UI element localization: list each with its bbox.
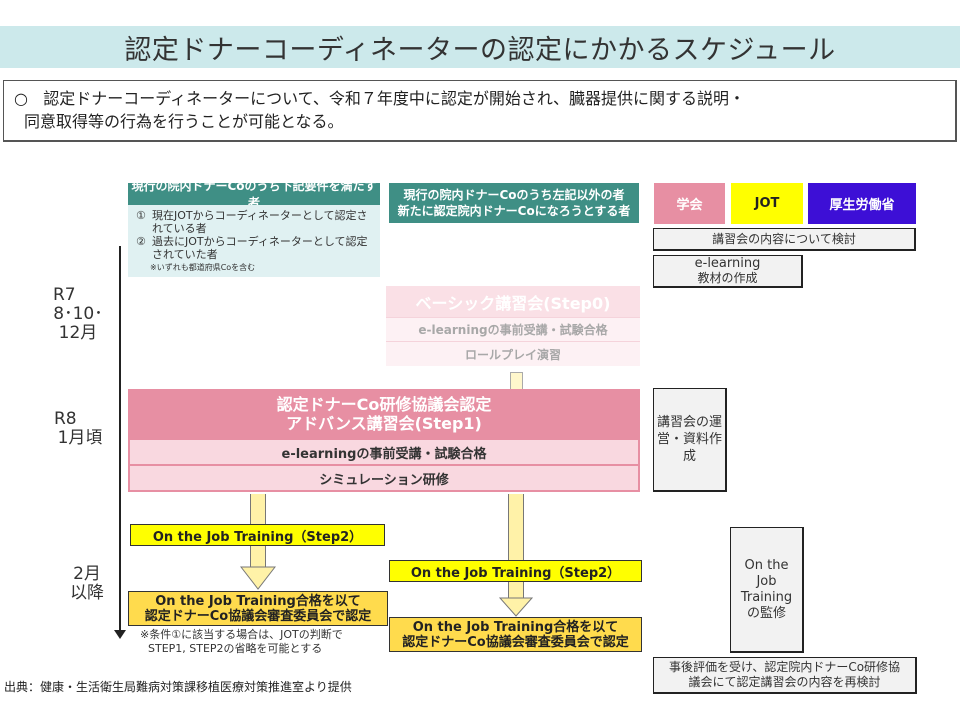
operation-box: 講習会の運 営・資料作 成 (653, 388, 727, 492)
timeline-arrow-icon (114, 630, 126, 639)
timeline-label-feb: 2月 以降 (70, 564, 104, 603)
down-arrow-icon (499, 597, 533, 617)
legend-academic-society: 学会 (654, 183, 725, 224)
title-bar: 認定ドナーコーディネーターの認定にかかるスケジュール (0, 26, 960, 68)
legend-mhlw: 厚生労働省 (808, 183, 916, 224)
page-title: 認定ドナーコーディネーターの認定にかかるスケジュール (124, 34, 836, 66)
timeline-axis (119, 246, 121, 634)
step0-row: e-learningの事前受講・試験合格 (386, 317, 640, 341)
bullet-icon: ○ (14, 89, 28, 108)
ojt-supervision-box: On the Job Training の監修 (730, 527, 804, 653)
requirement-item: ② 過去にJOTからコーディネーターとして認定されていた者 (136, 235, 368, 261)
timeline-label-r8: R8 1月頃 (54, 409, 103, 448)
post-evaluation-box: 事後評価を受け、認定院内ドナーCo研修協 議会にて認定講習会の内容を再検討 (653, 657, 917, 694)
middle-certification-box: On the Job Training合格を以て 認定ドナーCo協議会審査委員会… (389, 617, 642, 652)
elearning-material-box: e-learning 教材の作成 (653, 255, 803, 288)
step0-header: ベーシック講習会(Step0) (386, 286, 640, 317)
left-column-requirements: ① 現在JOTからコーディネーターとして認定されている者 ② 過去にJOTからコ… (128, 205, 380, 277)
legend-jot: JOT (731, 183, 803, 224)
step1-row: e-learningの事前受講・試験合格 (128, 438, 640, 464)
step0-row: ロールプレイ演習 (386, 341, 640, 366)
timeline-label-r7: R7 8･10･ 12月 (53, 285, 103, 343)
left-ojt-step2: On the Job Training（Step2） (130, 524, 385, 546)
arrow-shaft (508, 494, 524, 560)
left-column-header: 現行の院内ドナーCoのうち下記要件を満たす者 (128, 179, 380, 210)
down-arrow-icon (240, 566, 276, 590)
requirement-item: ① 現在JOTからコーディネーターとして認定されている者 (136, 209, 368, 235)
middle-ojt-step2: On the Job Training（Step2） (389, 560, 642, 582)
exemption-note: ※条件①に該当する場合は、JOTの判断で STEP1, STEP2の省略を可能と… (140, 628, 343, 655)
middle-column-header: 現行の院内ドナーCoのうち左記以外の者 新たに認定院内ドナーCoになろうとする者 (389, 183, 639, 223)
review-content-box: 講習会の内容について検討 (653, 228, 916, 251)
intro-box: ○ 認定ドナーコーディネーターについて、令和７年度中に認定が開始され、臓器提供に… (3, 80, 957, 142)
arrow-shaft (250, 546, 266, 568)
intro-line-1: ○ 認定ドナーコーディネーターについて、令和７年度中に認定が開始され、臓器提供に… (14, 89, 745, 108)
arrow-shaft (508, 582, 524, 598)
source-credit: 出典：健康・生活衛生局難病対策課移植医療対策推進室より提供 (4, 680, 352, 694)
step0-connector (510, 372, 523, 390)
arrow-shaft (250, 494, 266, 524)
intro-line-2: 同意取得等の行為を行うことが可能となる。 (24, 112, 344, 131)
step1-row: シミュレーション研修 (128, 464, 640, 492)
left-certification-box: On the Job Training合格を以て 認定ドナーCo協議会審査委員会… (128, 591, 388, 626)
step1-header: 認定ドナーCo研修協議会認定 アドバンス講習会(Step1) (128, 389, 640, 438)
requirement-note: ※いずれも都道府県Coを含む (150, 263, 256, 272)
